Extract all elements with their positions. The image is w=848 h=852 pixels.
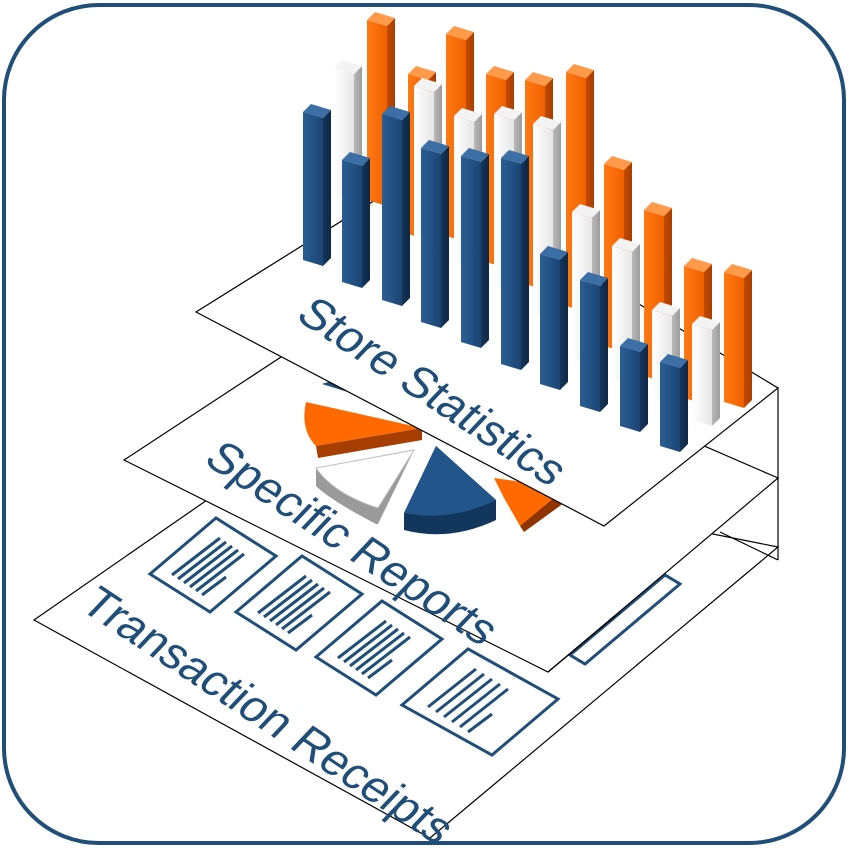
bar-top xyxy=(540,246,568,260)
bar-top xyxy=(382,106,410,120)
bar-side xyxy=(600,278,608,412)
bar-top xyxy=(408,66,436,80)
bar-top xyxy=(533,116,561,130)
bar-side xyxy=(441,146,449,328)
bar-face xyxy=(660,362,680,452)
bar-top xyxy=(692,316,720,330)
bar-chart-icon xyxy=(303,12,752,452)
bar-top xyxy=(604,156,632,170)
bar-top xyxy=(334,60,362,74)
bar-top xyxy=(644,202,672,216)
bar-top xyxy=(566,64,594,78)
bar-top xyxy=(461,148,489,162)
bar-side xyxy=(560,252,568,390)
receipt-icon xyxy=(147,516,279,614)
bar-side xyxy=(402,112,410,306)
bar-face xyxy=(540,254,560,390)
receipt-icon xyxy=(233,554,365,652)
bar-top xyxy=(367,12,395,26)
bar-top xyxy=(684,258,712,272)
bar-side xyxy=(521,156,529,370)
bar-face xyxy=(303,112,323,266)
bar-side xyxy=(640,344,648,432)
bar-top xyxy=(525,72,553,86)
bar-face xyxy=(501,158,521,370)
receipt-icon xyxy=(313,599,445,697)
bar-top xyxy=(414,78,442,92)
bar-top xyxy=(580,272,608,286)
bar-side xyxy=(680,360,688,452)
bar-face xyxy=(692,324,712,426)
bar-top xyxy=(342,152,370,166)
bar-top xyxy=(501,150,529,164)
bar-top xyxy=(421,140,449,154)
bar-top xyxy=(494,106,522,120)
bar-side xyxy=(362,158,370,288)
bar-face xyxy=(382,114,402,306)
bar-side xyxy=(712,322,720,426)
bar-face xyxy=(724,272,744,408)
bar-top xyxy=(620,338,648,352)
bar-top xyxy=(446,26,474,40)
bar-face xyxy=(342,160,362,288)
bar-top xyxy=(572,204,600,218)
bar-top xyxy=(486,66,514,80)
bar-face xyxy=(620,346,640,432)
bar-top xyxy=(724,264,752,278)
bar-top xyxy=(660,354,688,368)
bar-face xyxy=(580,280,600,412)
bar-top xyxy=(612,238,640,252)
bar-top xyxy=(652,302,680,316)
bar-side xyxy=(481,154,489,348)
bar-face xyxy=(461,156,481,348)
bar-top xyxy=(303,104,331,118)
layer-edge-lines xyxy=(547,388,779,673)
bar-side xyxy=(323,110,331,266)
store-statistics-layer: Store Statistics xyxy=(194,12,780,527)
bar-side xyxy=(744,270,752,408)
bar-face xyxy=(421,148,441,328)
bar-top xyxy=(454,108,482,122)
receipt-icon xyxy=(399,647,561,757)
